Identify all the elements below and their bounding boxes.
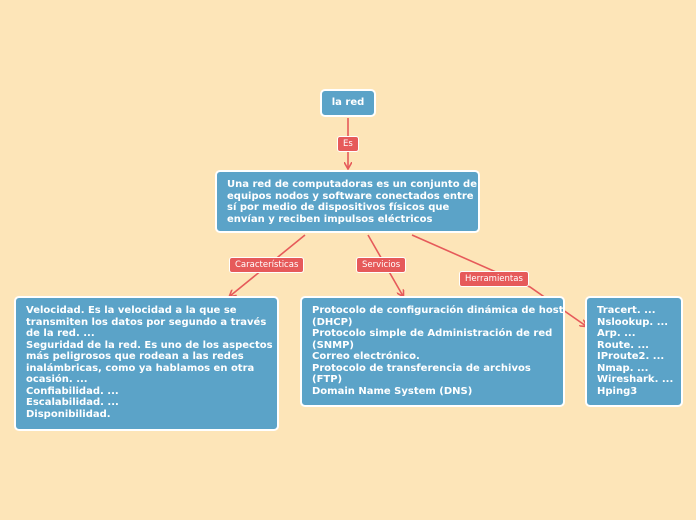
- caracteristicas-line: Escalabilidad. ...: [26, 397, 119, 408]
- caracteristicas-line: Disponibilidad.: [26, 408, 111, 420]
- caracteristicas-line: transmiten los datos por segundo a travé…: [26, 316, 267, 328]
- caracteristicas-line: ocasión. ...: [26, 374, 88, 385]
- herramientas-line: Arp. ...: [597, 328, 636, 339]
- caracteristicas-line: más peligrosos que rodean a las redes: [26, 351, 244, 362]
- herramientas-node[interactable]: Tracert. ... Nslookup. ... Arp. ... Rout…: [585, 296, 683, 407]
- servicios-line: Protocolo de configuración dinámica de h…: [312, 305, 564, 316]
- servicios-node[interactable]: Protocolo de configuración dinámica de h…: [300, 296, 565, 407]
- caracteristicas-line: inalámbricas, como ya hablamos en otra: [26, 362, 255, 374]
- servicios-line: (SNMP): [312, 339, 354, 351]
- caracteristicas-line: Seguridad de la red. Es uno de los aspec…: [26, 339, 273, 351]
- link-label-servicios: Servicios: [356, 257, 407, 273]
- definition-line: equipos nodos y software conectados entr…: [227, 190, 474, 202]
- definition-node[interactable]: Una red de computadoras es un conjunto d…: [215, 170, 480, 233]
- caracteristicas-line: Confiabilidad. ...: [26, 385, 119, 397]
- servicios-line: (FTP): [312, 374, 343, 385]
- definition-line: sí por medio de dispositivos físicos que: [227, 202, 450, 213]
- caracteristicas-node[interactable]: Velocidad. Es la velocidad a la que se t…: [14, 296, 279, 431]
- caracteristicas-line: Velocidad. Es la velocidad a la que se: [26, 305, 237, 316]
- caracteristicas-line: de la red. ...: [26, 328, 95, 339]
- servicios-line: (DHCP): [312, 316, 353, 328]
- servicios-line: Protocolo de transferencia de archivos: [312, 362, 531, 374]
- connector-herramientas: [411, 234, 586, 326]
- herramientas-line: Nmap. ...: [597, 362, 649, 374]
- herramientas-line: Tracert. ...: [597, 305, 656, 316]
- root-topic-node[interactable]: la red: [320, 89, 376, 117]
- servicios-line: Domain Name System (DNS): [312, 385, 473, 397]
- definition-line: Una red de computadoras es un conjunto d…: [227, 179, 477, 190]
- definition-line: envían y reciben impulsos eléctricos: [227, 213, 433, 225]
- link-label-caracteristicas: Características: [229, 257, 305, 273]
- servicios-line: Correo electrónico.: [312, 351, 420, 362]
- link-label-herramientas: Herramientas: [459, 271, 529, 287]
- herramientas-line: Hping3: [597, 385, 638, 397]
- herramientas-line: Wireshark. ...: [597, 374, 674, 385]
- link-label-es: Es: [337, 136, 359, 152]
- root-topic-label: la red: [331, 97, 365, 109]
- servicios-line: Protocolo simple de Administración de re…: [312, 328, 553, 339]
- herramientas-line: Nslookup. ...: [597, 316, 669, 328]
- herramientas-line: Route. ...: [597, 339, 649, 351]
- herramientas-line: IProute2. ...: [597, 351, 665, 362]
